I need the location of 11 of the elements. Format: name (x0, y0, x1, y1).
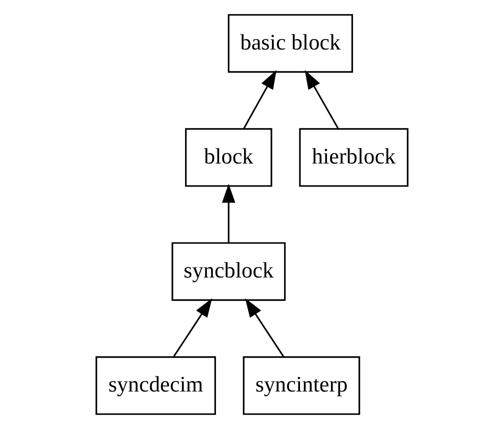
node-box: basic block (228, 14, 353, 73)
node-box: syncdecim (96, 356, 216, 415)
arrow (173, 298, 212, 358)
arrow (243, 70, 276, 129)
node-box: syncblock (172, 242, 286, 301)
node-box: syncinterp (242, 356, 360, 415)
node-box: block (185, 128, 272, 187)
arrow (222, 184, 236, 243)
arrow (245, 298, 284, 358)
node-box: hierblock (299, 128, 408, 187)
arrow (304, 70, 339, 129)
